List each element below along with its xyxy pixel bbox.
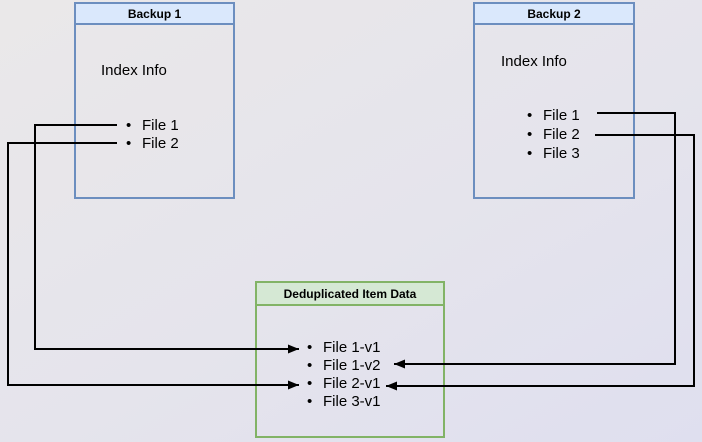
list-item: File 1-v2	[307, 357, 381, 375]
backup1-header: Backup 1	[76, 4, 233, 25]
backup2-file-list: File 1File 2File 3	[527, 106, 580, 163]
backup2-header: Backup 2	[475, 4, 633, 25]
dedup-header: Deduplicated Item Data	[257, 283, 443, 306]
list-item: File 1-v1	[307, 339, 381, 357]
backup2-title: Backup 2	[527, 6, 581, 21]
list-item: File 2	[527, 125, 580, 144]
backup1-index-info-label: Index Info	[101, 62, 167, 79]
list-item: File 3-v1	[307, 393, 381, 411]
list-item: File 2	[126, 135, 179, 153]
backup2-index-info-label: Index Info	[501, 53, 567, 70]
list-item: File 1	[527, 106, 580, 125]
backup1-title: Backup 1	[127, 6, 182, 21]
deduplicated-item-data-box: Deduplicated Item Data File 1-v1File 1-v…	[255, 281, 445, 438]
list-item: File 1	[126, 117, 179, 135]
backup1-box: Backup 1 Index Info File 1File 2	[74, 2, 235, 199]
dedup-title: Deduplicated Item Data	[283, 286, 417, 301]
backup2-box: Backup 2 Index Info File 1File 2File 3	[473, 2, 635, 199]
list-item: File 2-v1	[307, 375, 381, 393]
list-item: File 3	[527, 144, 580, 163]
dedup-file-list: File 1-v1File 1-v2File 2-v1File 3-v1	[307, 339, 381, 411]
backup1-file-list: File 1File 2	[126, 117, 179, 153]
